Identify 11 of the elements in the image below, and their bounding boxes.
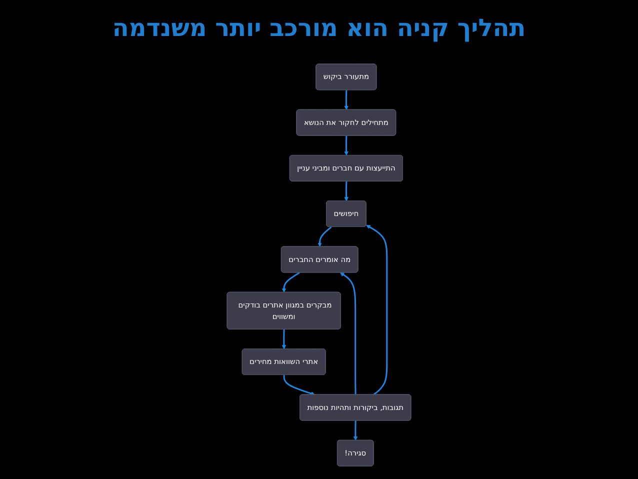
title: תהליך קניה הוא מורכב יותר משנדמה — [112, 14, 526, 42]
arrow — [353, 420, 358, 441]
arrow — [366, 224, 388, 396]
arrow — [344, 181, 349, 202]
arrow — [318, 226, 332, 247]
arrow — [344, 90, 349, 110]
arrow — [283, 375, 316, 396]
arrow — [344, 136, 349, 156]
arrow — [282, 272, 300, 293]
arrow — [340, 272, 356, 395]
arrow — [282, 329, 286, 350]
